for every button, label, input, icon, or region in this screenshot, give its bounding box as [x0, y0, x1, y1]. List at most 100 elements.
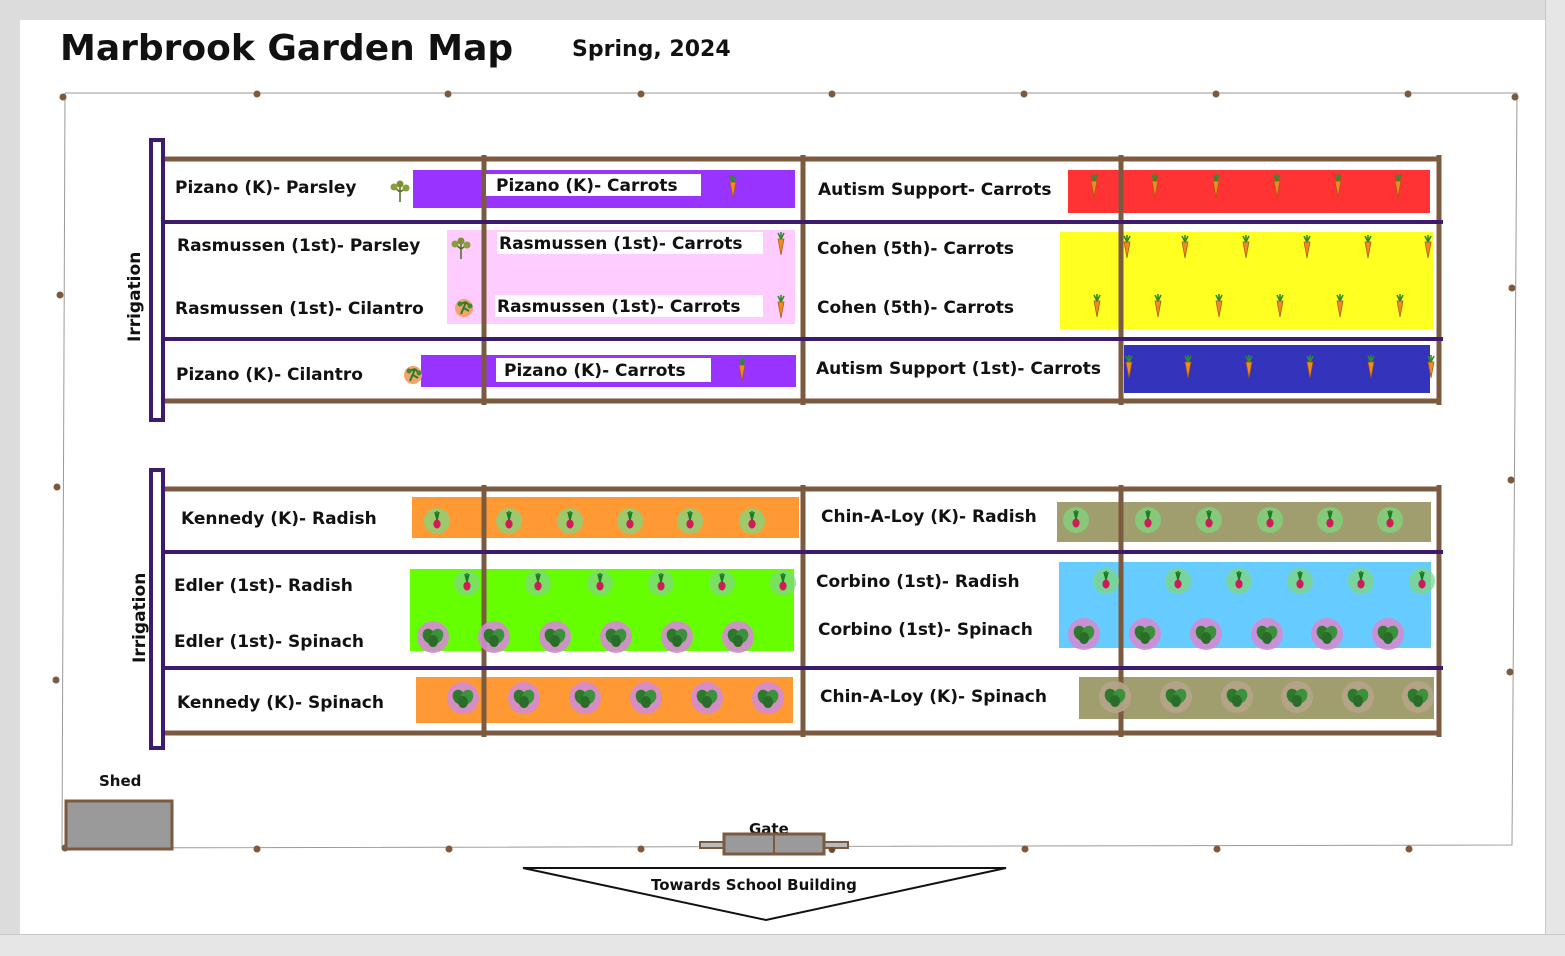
fence-post: [1507, 476, 1515, 484]
spinach-icon: [1129, 618, 1161, 650]
radish-icon: [495, 507, 523, 535]
bed-chinaloy-spinach[interactable]: [1079, 677, 1434, 719]
shed-label: Shed: [99, 772, 141, 790]
spinach-icon: [691, 682, 723, 714]
spinach-icon: [1372, 618, 1404, 650]
top-divider-lines: [164, 220, 1443, 341]
label-chinaloy-spinach: Chin-A-Loy (K)- Spinach: [820, 687, 1047, 707]
spinach-icon: [752, 682, 784, 714]
radish-icon: [616, 507, 644, 535]
spinach-icon: [539, 621, 571, 653]
radish-icon: [1134, 506, 1162, 534]
spinach-icon: [569, 682, 601, 714]
fence-post: [52, 676, 60, 684]
fence-post: [1508, 284, 1516, 292]
page-title: Marbrook Garden Map: [60, 28, 514, 69]
spinach-icon: [1281, 681, 1313, 713]
label-kennedy-spinach: Kennedy (K)- Spinach: [177, 693, 384, 713]
label-pizano-carrots-1: Pizano (K)- Carrots: [496, 176, 678, 196]
spinach-icon: [661, 621, 693, 653]
label-cohen-carrots-1: Cohen (5th)- Carrots: [817, 239, 1014, 259]
spinach-icon: [1099, 681, 1131, 713]
spinach-icon: [630, 682, 662, 714]
vertical-scrollbar[interactable]: [1545, 0, 1565, 934]
spinach-icon: [508, 682, 540, 714]
spinach-icon: [417, 621, 449, 653]
garden-map: Irrigation Pizano (K)- Parsley Pizano (K…: [52, 90, 1519, 922]
bed-autism-support[interactable]: [1068, 170, 1430, 213]
cilantro-icon: [403, 365, 423, 385]
fence-post: [637, 90, 645, 98]
label-rasmussen-carrots-2: Rasmussen (1st)- Carrots: [497, 297, 741, 317]
radish-icon: [586, 569, 614, 597]
spinach-icon: [1190, 618, 1222, 650]
radish-icon: [453, 569, 481, 597]
radish-icon: [1347, 567, 1375, 595]
radish-icon: [738, 507, 766, 535]
fence-post: [1020, 90, 1028, 98]
spinach-icon: [447, 682, 479, 714]
label-bg-rasmussen-carrots-2: [495, 295, 763, 317]
label-edler-spinach: Edler (1st)- Spinach: [174, 632, 364, 652]
irrigation-pipe-bottom: [149, 468, 165, 750]
fence-post: [637, 845, 645, 853]
fence-post: [444, 90, 452, 98]
fence-post: [253, 845, 261, 853]
radish-icon: [1195, 506, 1223, 534]
horizontal-scrollbar[interactable]: [0, 934, 1565, 956]
fence-post: [1021, 845, 1029, 853]
fence-post: [53, 483, 61, 491]
radish-icon: [1062, 506, 1090, 534]
irrigation-label-bottom: Irrigation: [130, 573, 150, 663]
label-bg-pizano-carrots-2: [496, 358, 711, 382]
label-rasmussen-parsley: Rasmussen (1st)- Parsley: [177, 236, 420, 256]
irrigation-pipe-top: [149, 138, 165, 422]
fence-post: [1213, 845, 1221, 853]
gate[interactable]: [699, 832, 849, 856]
spinach-icon: [1251, 618, 1283, 650]
page-subtitle: Spring, 2024: [572, 37, 731, 62]
radish-icon: [1225, 567, 1253, 595]
fence-post: [1511, 93, 1519, 101]
fence-post: [445, 845, 453, 853]
fence-post: [1405, 845, 1413, 853]
fence-post: [1506, 668, 1514, 676]
label-chinaloy-radish: Chin-A-Loy (K)- Radish: [821, 507, 1037, 527]
cilantro-icon: [454, 298, 474, 318]
label-rasmussen-carrots-1: Rasmussen (1st)- Carrots: [499, 234, 743, 254]
label-bg-pizano-carrots-1: [486, 174, 701, 196]
label-rasmussen-cilantro: Rasmussen (1st)- Cilantro: [175, 299, 424, 319]
direction-label: Towards School Building: [651, 876, 857, 894]
label-bg-rasmussen-carrots-1: [497, 232, 763, 254]
spinach-icon: [600, 621, 632, 653]
label-pizano-parsley: Pizano (K)- Parsley: [175, 178, 356, 198]
label-pizano-cilantro: Pizano (K)- Cilantro: [176, 365, 363, 385]
spinach-icon: [1068, 618, 1100, 650]
direction-arrow: [522, 867, 1007, 922]
radish-icon: [1408, 567, 1436, 595]
radish-icon: [556, 507, 584, 535]
spinach-icon: [478, 621, 510, 653]
bed-autism-support-1st[interactable]: [1124, 345, 1430, 393]
radish-icon: [1256, 506, 1284, 534]
radish-icon: [1092, 567, 1120, 595]
spinach-icon: [1342, 681, 1374, 713]
radish-icon: [1316, 506, 1344, 534]
bed-kennedy-radish[interactable]: [412, 497, 799, 538]
fence-post: [253, 90, 261, 98]
fence-post: [1212, 90, 1220, 98]
bottom-divider-lines: [164, 550, 1443, 670]
label-corbino-spinach: Corbino (1st)- Spinach: [818, 620, 1033, 640]
radish-icon: [1164, 567, 1192, 595]
radish-icon: [1286, 567, 1314, 595]
radish-icon: [524, 569, 552, 597]
radish-icon: [423, 507, 451, 535]
label-autism-1st-carrots: Autism Support (1st)- Carrots: [816, 359, 1101, 379]
bed-chinaloy-radish[interactable]: [1057, 502, 1431, 542]
spinach-icon: [1160, 681, 1192, 713]
spinach-icon: [1402, 681, 1434, 713]
shed[interactable]: [64, 799, 174, 851]
irrigation-label-top: Irrigation: [125, 252, 145, 342]
fence-post: [1404, 90, 1412, 98]
label-edler-radish: Edler (1st)- Radish: [174, 576, 353, 596]
